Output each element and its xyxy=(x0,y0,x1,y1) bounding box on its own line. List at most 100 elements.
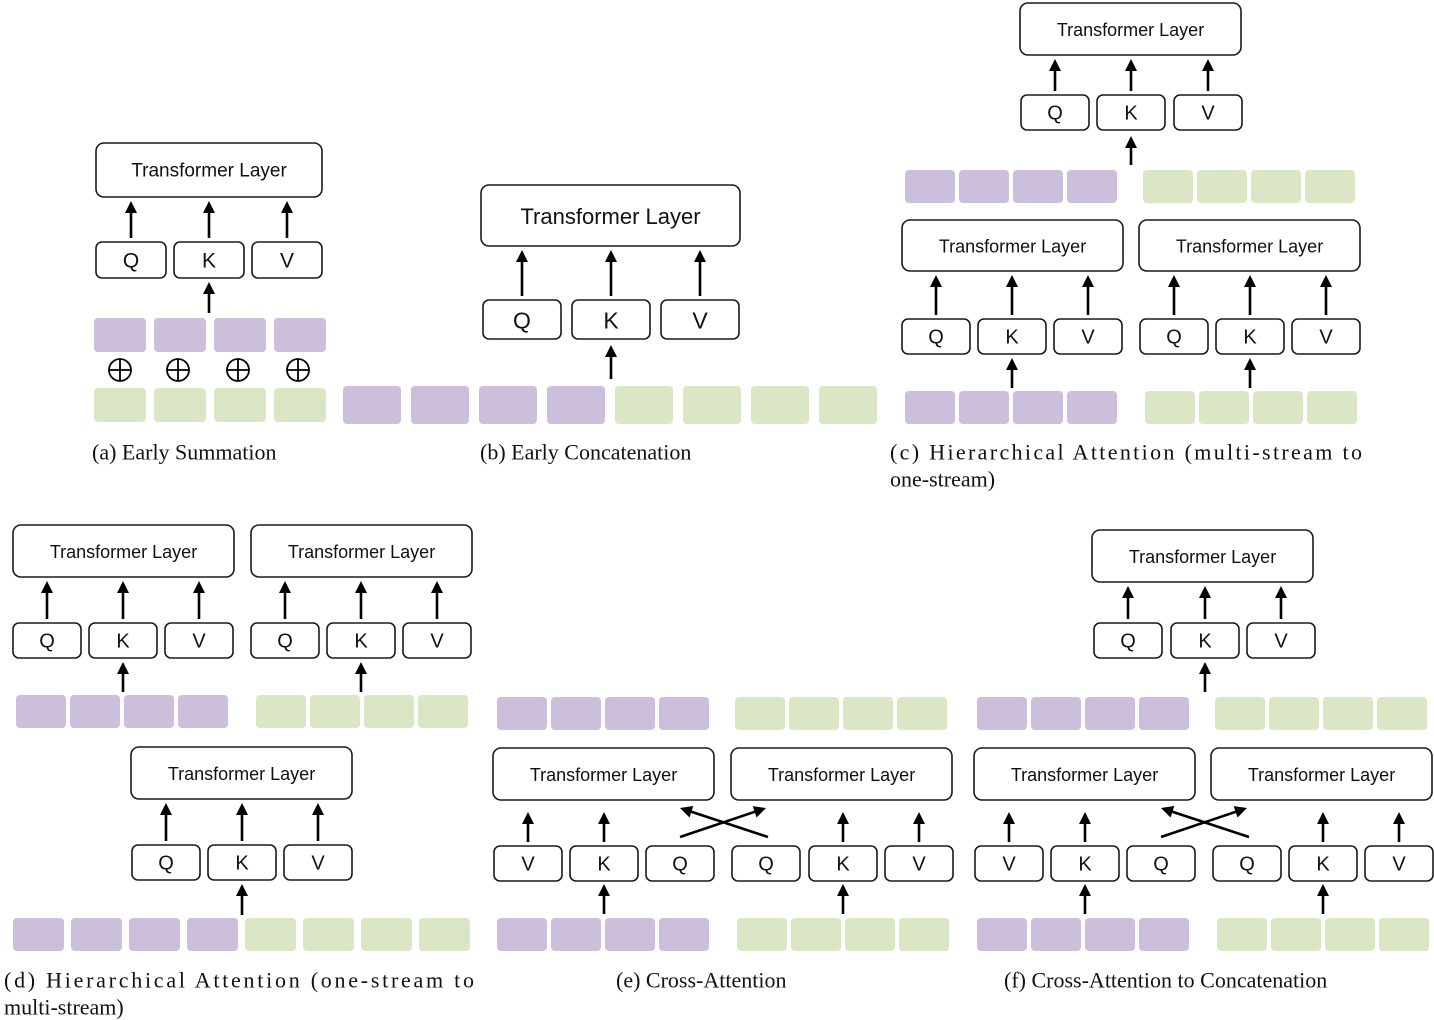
transformer-layer-box: Transformer Layer xyxy=(480,184,741,247)
token xyxy=(1031,697,1081,730)
token xyxy=(1323,697,1373,730)
transformer-layer-box: Transformer Layer xyxy=(901,219,1124,272)
up-arrow-icon xyxy=(1082,275,1094,315)
token xyxy=(605,918,655,951)
transformer-layer-box: Transformer Layer xyxy=(130,746,353,800)
caption-line: one-stream) xyxy=(890,467,995,492)
green-token-row xyxy=(94,388,326,422)
transformer-layer-label: Transformer Layer xyxy=(530,765,677,785)
green-token-row xyxy=(737,918,949,951)
up-arrow-icon xyxy=(930,275,942,315)
transformer-layer-border xyxy=(1091,529,1314,583)
k-box-border xyxy=(1096,94,1166,131)
up-arrow-icon xyxy=(1393,812,1405,842)
caption-line: (e) Cross-Attention xyxy=(616,968,786,993)
v-label: V xyxy=(1319,327,1333,349)
sum-icon: ⊕ xyxy=(226,358,250,382)
k-box-border xyxy=(1050,845,1120,882)
up-arrow-icon xyxy=(1079,884,1091,914)
v-box-border xyxy=(164,622,234,659)
token xyxy=(497,697,547,730)
q-box: Q xyxy=(645,845,715,882)
transformer-layer-label: Transformer Layer xyxy=(768,765,915,785)
v-box: V xyxy=(164,622,234,659)
token xyxy=(187,918,238,951)
token xyxy=(1379,918,1429,951)
v-box: V xyxy=(660,299,740,340)
q-label: Q xyxy=(277,631,293,653)
green-token-row xyxy=(245,918,470,951)
k-box: K xyxy=(569,845,639,882)
token xyxy=(737,918,787,951)
up-arrow-icon xyxy=(1199,586,1211,619)
q-box: Q xyxy=(1126,845,1196,882)
token xyxy=(1307,391,1357,424)
up-arrow-icon xyxy=(279,581,291,619)
up-arrow-icon xyxy=(1122,586,1134,619)
v-box-border xyxy=(884,845,954,882)
transformer-layer-label: Transformer Layer xyxy=(1011,765,1158,785)
v-label: V xyxy=(1274,631,1288,653)
token xyxy=(845,918,895,951)
transformer-layer-label: Transformer Layer xyxy=(1176,237,1323,257)
token xyxy=(94,318,146,352)
up-arrow-icon xyxy=(160,803,172,841)
k-label: K xyxy=(603,308,619,334)
v-box-border xyxy=(283,844,353,881)
caption-line: (c) Hierarchical Attention (multi-stream… xyxy=(890,440,1362,465)
token xyxy=(154,318,206,352)
up-arrow-icon xyxy=(694,250,706,296)
q-label: Q xyxy=(1047,103,1063,125)
purple-token-row xyxy=(905,170,1117,203)
crossing-arrow-icon xyxy=(680,806,769,839)
token xyxy=(735,697,785,730)
token xyxy=(310,695,360,728)
k-label: K xyxy=(597,854,611,876)
up-arrow-icon xyxy=(1079,812,1091,842)
token xyxy=(1305,170,1355,203)
q-box-border xyxy=(1212,845,1282,882)
up-arrow-icon xyxy=(605,345,617,379)
up-arrow-icon xyxy=(236,803,248,841)
caption-d: (d) Hierarchical Attention (one-stream t… xyxy=(4,968,474,1020)
token xyxy=(977,697,1027,730)
token xyxy=(245,918,296,951)
k-label: K xyxy=(1005,327,1019,349)
purple-token-row xyxy=(16,695,228,728)
sum-icon: ⊕ xyxy=(108,358,132,382)
v-box: V xyxy=(251,241,323,279)
up-arrow-icon xyxy=(281,201,293,238)
token xyxy=(897,697,947,730)
q-box-border xyxy=(901,318,971,355)
token xyxy=(1215,697,1265,730)
up-arrow-icon xyxy=(193,581,205,619)
token xyxy=(1217,918,1267,951)
v-box-border xyxy=(1173,94,1243,131)
transformer-layer-box: Transformer Layer xyxy=(12,524,235,578)
token xyxy=(551,697,601,730)
q-label: Q xyxy=(1120,631,1136,653)
token xyxy=(1085,918,1135,951)
v-box: V xyxy=(1246,622,1316,659)
token xyxy=(178,695,228,728)
q-box: Q xyxy=(1020,94,1090,131)
v-label: V xyxy=(521,854,535,876)
transformer-layer-box: Transformer Layer xyxy=(730,747,953,801)
q-label: Q xyxy=(1153,854,1169,876)
q-label: Q xyxy=(158,853,174,875)
transformer-layer-label: Transformer Layer xyxy=(131,161,287,182)
token xyxy=(547,386,605,424)
q-box: Q xyxy=(482,299,562,340)
k-label: K xyxy=(116,631,130,653)
up-arrow-icon xyxy=(41,581,53,619)
k-box: K xyxy=(173,241,245,279)
up-arrow-icon xyxy=(1125,59,1137,91)
transformer-layer-label: Transformer Layer xyxy=(520,204,700,229)
token xyxy=(1031,918,1081,951)
up-arrow-icon xyxy=(1125,136,1137,165)
k-box: K xyxy=(88,622,158,659)
v-box-border xyxy=(1291,318,1361,355)
v-label: V xyxy=(692,308,708,334)
